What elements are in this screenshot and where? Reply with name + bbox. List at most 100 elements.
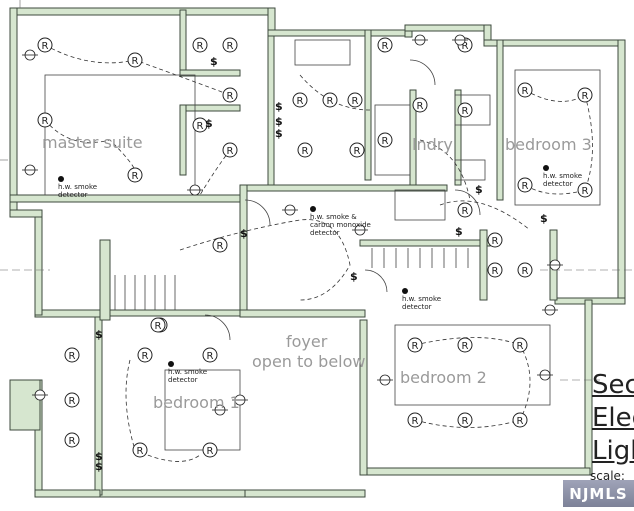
wall-segment (179, 104, 241, 112)
fixture-outline (44, 74, 196, 196)
wiring-path (199, 149, 231, 196)
ceiling-light-icon: R (127, 167, 143, 183)
wall-segment (179, 69, 241, 77)
fixture-circle (377, 132, 393, 148)
fixture-circle (150, 317, 166, 333)
wall-segment (239, 309, 366, 318)
ceiling-light-icon: R (212, 237, 228, 253)
wall-segment (99, 239, 111, 321)
fixture-letter: R (327, 96, 334, 107)
ceiling-light-icon: R (517, 82, 533, 98)
fixture-letter: R (69, 436, 76, 447)
smoke-detector-icon (543, 165, 549, 171)
fixture-circle (127, 167, 143, 183)
door-swing (364, 269, 388, 293)
smoke-detector-icon (402, 288, 408, 294)
switch-icon: $ (275, 100, 283, 113)
wall-sconce-icon (187, 184, 203, 196)
wall-segment (479, 229, 488, 301)
fixture-letter: R (462, 41, 469, 52)
fixture-circle (487, 232, 503, 248)
smoke-detector-icon (310, 206, 316, 212)
fixture-letter: R (492, 266, 499, 277)
fixture-circle (292, 92, 308, 108)
fixture-outline (454, 94, 491, 126)
wall-sconce-icon (32, 389, 48, 401)
ceiling-light-icon: R (64, 432, 80, 448)
wall-segment (496, 39, 504, 201)
room-label-bedroom-1: bedroom 1 (153, 393, 240, 412)
ceiling-light-icon: R (127, 52, 143, 68)
room-label-open-to-below: open to below (252, 352, 366, 371)
fixture-circle (132, 442, 148, 458)
fixture-letter: R (354, 146, 361, 157)
wall-segment (454, 89, 462, 186)
fixture-letter: R (197, 121, 204, 132)
switch-icon: $ (210, 55, 218, 68)
wall-segment (9, 194, 246, 203)
ceiling-light-icon: R (150, 317, 166, 333)
fixture-circle (202, 442, 218, 458)
fixture-letter: R (297, 96, 304, 107)
smoke-detector-bedroom1: h.w. smoke detector (168, 361, 218, 384)
title-line-3: Ligh (592, 436, 634, 466)
wall-segment (239, 489, 366, 498)
wall-segment (364, 467, 591, 476)
wall-segment (617, 39, 626, 301)
fixture-outline (454, 159, 486, 181)
fixture-letter: R (142, 351, 149, 362)
fixture-circle (517, 262, 533, 278)
fixture-outline (294, 39, 351, 66)
wall-segment (246, 184, 448, 192)
ceiling-light-icon: R (64, 392, 80, 408)
fixture-letter: R (382, 136, 389, 147)
wiring-paths (44, 44, 593, 462)
fixture-circle (64, 347, 80, 363)
ceiling-light-icon: R (202, 347, 218, 363)
ceiling-light-icon: R (347, 92, 363, 108)
fixture-outline (514, 69, 601, 206)
wiring-path (419, 139, 471, 201)
wall-segment (34, 489, 101, 498)
fixture-circle (192, 117, 208, 133)
wall-sconce-icon (412, 34, 428, 46)
fixture-letter: R (522, 86, 529, 97)
ceiling-light-icon: R (577, 182, 593, 198)
fixture-letter: R (302, 146, 309, 157)
wall-segment (179, 9, 187, 71)
fixture-circle (517, 82, 533, 98)
wiring-path (439, 200, 531, 231)
fixture-circle (457, 412, 473, 428)
ceiling-light-icon: R (64, 347, 80, 363)
fixture-circle (377, 37, 393, 53)
fixture-letter: R (412, 341, 419, 352)
wall-segment (9, 7, 18, 216)
fixture-circle (37, 112, 53, 128)
fixture-outline (394, 324, 551, 406)
ceiling-light-icon: R (349, 142, 365, 158)
ceiling-light-icon: R (512, 412, 528, 428)
fixture-circle (64, 432, 80, 448)
title-line-2: Elec (592, 403, 634, 433)
wall-sconce-icon (22, 49, 38, 61)
room-label-master-suite: master suite (42, 133, 143, 152)
wall-segment (267, 35, 275, 187)
title-line-1: Sec (592, 370, 634, 400)
ceiling-light-icon: R (407, 337, 423, 353)
fixture-circle (192, 37, 208, 53)
fixture-letter: R (462, 341, 469, 352)
wall-segment (359, 319, 368, 476)
fixture-letter: R (207, 351, 214, 362)
fixture-circle (412, 97, 428, 113)
door-swing (454, 189, 481, 216)
fixture-letter: R (132, 171, 139, 182)
fixture-letter: R (197, 41, 204, 52)
ceiling-light-icon: R (487, 232, 503, 248)
wall-segment (9, 379, 41, 431)
fixture-letter: R (155, 321, 162, 332)
fixture-letter: R (217, 241, 224, 252)
ceiling-light-icon: R (512, 337, 528, 353)
wall-segment (483, 39, 625, 47)
room-label-foyer: foyer (286, 332, 328, 351)
